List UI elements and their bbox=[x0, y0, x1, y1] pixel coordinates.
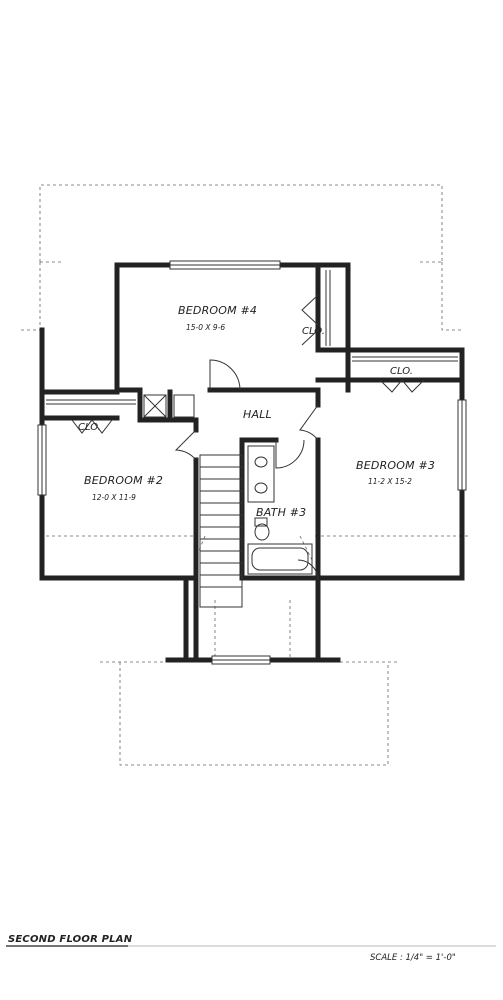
closet-b3-label: CLO. bbox=[390, 366, 413, 377]
plan-title: SECOND FLOOR PLAN bbox=[8, 934, 133, 945]
roof-outline bbox=[20, 184, 468, 766]
bedroom3-dims: 11-2 X 15-2 bbox=[368, 477, 412, 486]
bedroom4-label: BEDROOM #4 bbox=[178, 304, 257, 317]
stair bbox=[199, 454, 243, 608]
doors bbox=[71, 294, 425, 581]
closet-details bbox=[46, 270, 458, 418]
bedroom3-label: BEDROOM #3 bbox=[356, 459, 435, 472]
closet-b4-label: CLO. bbox=[302, 326, 325, 337]
windows bbox=[37, 260, 467, 665]
closet-b2-label: CLO. bbox=[78, 422, 101, 433]
bedroom2-label: BEDROOM #2 bbox=[84, 474, 163, 487]
bedroom4-dims: 15-0 X 9-6 bbox=[186, 323, 225, 332]
bath3-label: BATH #3 bbox=[256, 506, 306, 519]
bedroom2-dims: 12-0 X 11-9 bbox=[92, 493, 136, 502]
bath-fixtures bbox=[247, 445, 313, 575]
hall-label: HALL bbox=[243, 408, 272, 421]
scale-note: SCALE : 1/4" = 1'-0" bbox=[370, 953, 456, 963]
